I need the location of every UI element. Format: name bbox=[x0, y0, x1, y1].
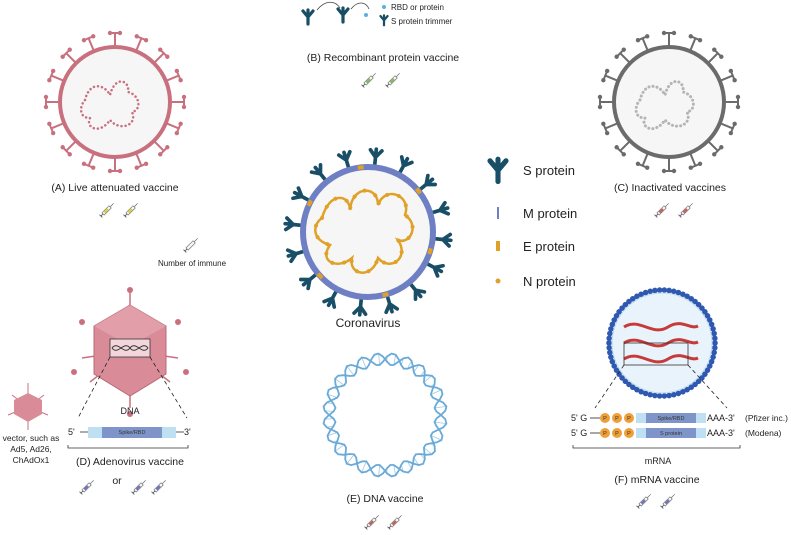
vector-label-1: vector, such as bbox=[3, 433, 60, 443]
adeno-syringe-icons bbox=[79, 478, 168, 495]
dna-plasmid bbox=[322, 352, 448, 478]
mrna-row2-cap: 5' G bbox=[571, 428, 587, 438]
n-protein-icon bbox=[495, 278, 501, 284]
mrna-row1-maker: (Pfizer inc.) bbox=[745, 413, 788, 423]
p-4: P bbox=[603, 431, 607, 437]
mrna-syringe-icons bbox=[636, 492, 677, 509]
adeno-or: or bbox=[112, 475, 122, 487]
rbd-legend-icon bbox=[382, 5, 386, 9]
recombinant-syringe-icons bbox=[361, 71, 402, 88]
live-attenuated-virus bbox=[43, 30, 187, 174]
mrna-row2-maker: (Modena) bbox=[745, 428, 782, 438]
vector-label-2: Ad5, Ad26, bbox=[10, 444, 52, 454]
mrna-caption: (F) mRNA vaccine bbox=[614, 474, 699, 486]
adeno-3prime: 3' bbox=[184, 427, 191, 437]
coronavirus-label: Coronavirus bbox=[336, 316, 401, 330]
legend-n-protein: N protein bbox=[523, 274, 576, 289]
p-2: P bbox=[615, 416, 619, 422]
recombinant-caption: (B) Recombinant protein vaccine bbox=[307, 52, 459, 64]
recombinant-icons bbox=[301, 1, 389, 27]
mrna-construct-row-2: 5' G P P P S protein AAA-3' (Modena) bbox=[571, 428, 782, 449]
p-3: P bbox=[627, 416, 631, 422]
legend-s-protein: S protein bbox=[523, 163, 575, 178]
inactivated-rna bbox=[634, 80, 695, 131]
mrna-construct-row-1: 5' G P P P Spike/RBD AAA-3' (Pfizer inc.… bbox=[571, 413, 788, 423]
inactivated-syringe-icons bbox=[654, 201, 695, 218]
immune-label: Number of immune bbox=[158, 259, 227, 268]
adeno-caption: (D) Adenovirus vaccine bbox=[76, 456, 184, 468]
mrna-row2-tail: AAA-3' bbox=[707, 428, 735, 438]
adeno-construct: Spike/RBD 5' 3' bbox=[67, 427, 191, 449]
small-adenovirus-icon bbox=[7, 383, 49, 430]
rbd-dot-icon bbox=[364, 13, 368, 17]
trimer-label: S protein trimmer bbox=[391, 17, 453, 26]
live-syringe-icons bbox=[99, 201, 140, 218]
p-5: P bbox=[615, 431, 619, 437]
adeno-5prime: 5' bbox=[68, 427, 75, 437]
adeno-dna-title: DNA bbox=[120, 406, 139, 416]
dna-syringe-icons bbox=[364, 513, 404, 530]
rbd-label: RBD or protein bbox=[391, 3, 444, 12]
mrna-title: mRNA bbox=[645, 456, 672, 466]
coronavirus bbox=[282, 146, 454, 318]
mrna-row1-tail: AAA-3' bbox=[707, 413, 735, 423]
trimer-legend-icon bbox=[379, 14, 389, 27]
m-protein-icon bbox=[497, 207, 499, 219]
mrna-row2-gene: S protein bbox=[660, 431, 682, 437]
s-protein-icon bbox=[490, 159, 506, 181]
live-caption: (A) Live attenuated vaccine bbox=[51, 182, 178, 194]
immune-syringe-icon bbox=[183, 236, 200, 253]
legend-e-protein: E protein bbox=[523, 239, 575, 254]
inactivated-virus bbox=[597, 30, 741, 174]
mrna-row1-cap: 5' G bbox=[571, 413, 587, 423]
adenovirus bbox=[71, 287, 189, 419]
vector-label-3: ChAdOx1 bbox=[13, 455, 50, 465]
e-protein-icon bbox=[496, 241, 500, 251]
legend-m-protein: M protein bbox=[523, 206, 577, 221]
p-1: P bbox=[603, 416, 607, 422]
adeno-gene-label: Spike/RBD bbox=[119, 430, 146, 436]
dna-caption: (E) DNA vaccine bbox=[346, 493, 423, 505]
lipid-nanoparticle bbox=[594, 287, 728, 409]
legend: S protein M protein E protein N protein bbox=[490, 159, 577, 289]
live-rna bbox=[79, 80, 140, 130]
mrna-row1-gene: Spike/RBD bbox=[658, 416, 685, 422]
inactivated-caption: (C) Inactivated vaccines bbox=[614, 182, 726, 194]
p-6: P bbox=[627, 431, 631, 437]
